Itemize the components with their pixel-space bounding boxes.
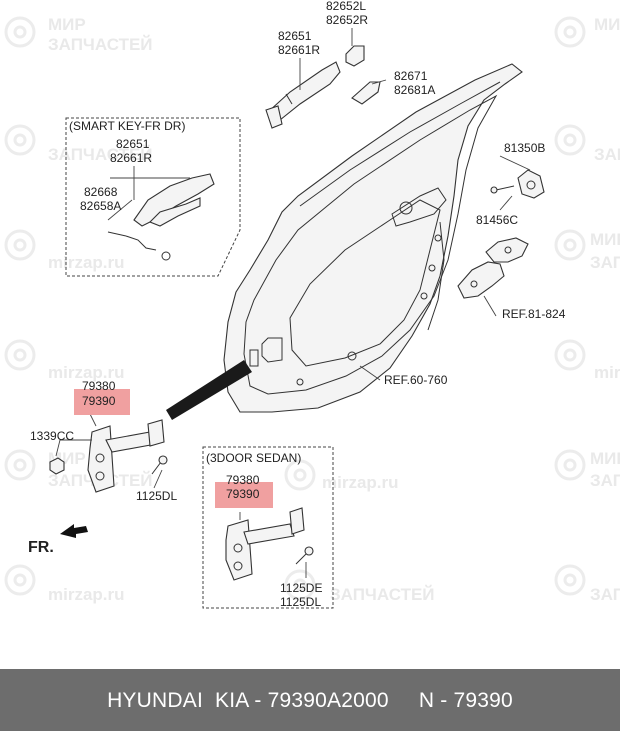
outside-handle [265,61,341,129]
front-direction-label: FR. [28,539,54,556]
watermark-domain: mirzap.ru [48,253,125,272]
label-82661R: 82661R [278,43,320,57]
door-checker-sedan [225,507,305,581]
striker [517,169,545,199]
watermark-line1: МИР [590,230,620,249]
handle-cover [345,45,365,67]
watermark-tile: МИР [554,15,620,48]
smart-key-handle [107,173,215,261]
watermark-tile: mirzap.ru [284,459,399,492]
label-sk-82668: 82668 [84,185,118,199]
label-82671: 82671 [394,69,428,83]
smart-key-group-box [65,117,241,277]
front-direction-arrow-icon [60,524,88,538]
watermark-line2: ЗАПЧАСТЕЙ [48,35,153,54]
label-1125DL: 1125DL [136,489,177,503]
ref-81-824-label: REF.81-824 [502,307,566,321]
watermark-tile: МИР ЗАПЧАСТЕЙ [554,229,620,272]
watermark-line2: ЗАПЧАСТЕЙ [590,253,620,272]
watermark-domain: mirzap.ru [48,363,125,382]
part-number-text: HYUNDAI KIA - 79390A2000 N - 79390 [107,689,513,712]
sedan-group-label: (3DOOR SEDAN) [206,451,301,465]
label-sedan-79390: 79390 [226,487,260,501]
label-81456C: 81456C [476,213,518,227]
smart-key-group-label: (SMART KEY-FR DR) [69,119,185,133]
label-sk-82661R: 82661R [110,151,152,165]
watermark-tile: ЗАПЧАСТЕЙ [4,124,153,164]
watermark-line1: МИР [590,449,620,468]
watermark-tile: ЗАПЧАСТЕЙ [554,564,620,604]
checker-nut [49,457,65,475]
watermark-tile: МИР ЗАПЧАСТЕЙ [4,15,153,54]
watermark-domain: mirzap.ru [322,473,399,492]
watermark-line1: МИР [594,15,620,34]
watermark-tile: mirzap.ru [4,564,125,604]
label-82681A: 82681A [394,83,435,97]
handle-bezel [351,81,381,105]
watermark-line2: ЗАПЧАСТЕЙ [594,145,620,164]
watermark-line1: МИР [48,15,86,34]
sedan-checker-bolt [295,546,314,565]
watermark-tile: mirzap.ru [554,339,620,382]
label-sedan-1125DL: 1125DL [280,595,321,609]
watermark-layer: МИР ЗАПЧАСТЕЙ ЗАПЧАСТЕЙ МИР ЗАПЧАСТЕЙ mi… [4,15,620,604]
label-82652R: 82652R [326,13,368,27]
watermark-tile: mirzap.ru [4,339,125,382]
highlight-box [74,389,130,415]
sedan-group-box [202,446,334,609]
highlight-box [215,482,273,508]
striker-bolt [490,185,515,194]
watermark-line2: ЗАПЧАСТЕЙ [590,471,620,490]
label-sk-82658A: 82658A [80,199,121,213]
watermark-domain: mirzap.ru [48,585,125,604]
watermark-line2: ЗАПЧАСТЕЙ [330,585,435,604]
watermark-line2: ЗАПЧАСТЕЙ [590,585,620,604]
label-82651: 82651 [278,29,312,43]
label-1125DE: 1125DE [280,581,322,595]
watermark-tile: ЗАПЧАСТЕЙ [284,569,435,604]
door-latch [457,237,529,299]
checker-bolt [151,455,168,475]
checker-link-strip [166,360,252,420]
watermark-tile: ЗАПЧАСТЕЙ [554,124,620,164]
label-79380: 79380 [82,379,116,393]
label-1339CC: 1339CC [30,429,74,443]
door-checker-main [87,419,165,493]
watermark-tile: МИР ЗАПЧАСТЕЙ [4,449,153,490]
part-number-footer: HYUNDAI KIA - 79390A2000 N - 79390 [0,669,620,731]
label-sk-82651: 82651 [116,137,150,151]
front-door-frame [223,63,523,413]
watermark-line2: ЗАПЧАСТЕЙ [48,145,153,164]
ref-60-760-label: REF.60-760 [384,373,448,387]
watermark-domain: mirzap.ru [594,363,620,382]
label-sedan-79380: 79380 [226,473,260,487]
label-82652L: 82652L [326,0,366,13]
leader-lines [55,28,531,578]
label-81350B: 81350B [504,141,545,155]
watermark-tile: mirzap.ru [4,229,125,272]
watermark-tile: МИР ЗАПЧАСТЕЙ [554,449,620,490]
label-79390: 79390 [82,394,116,408]
